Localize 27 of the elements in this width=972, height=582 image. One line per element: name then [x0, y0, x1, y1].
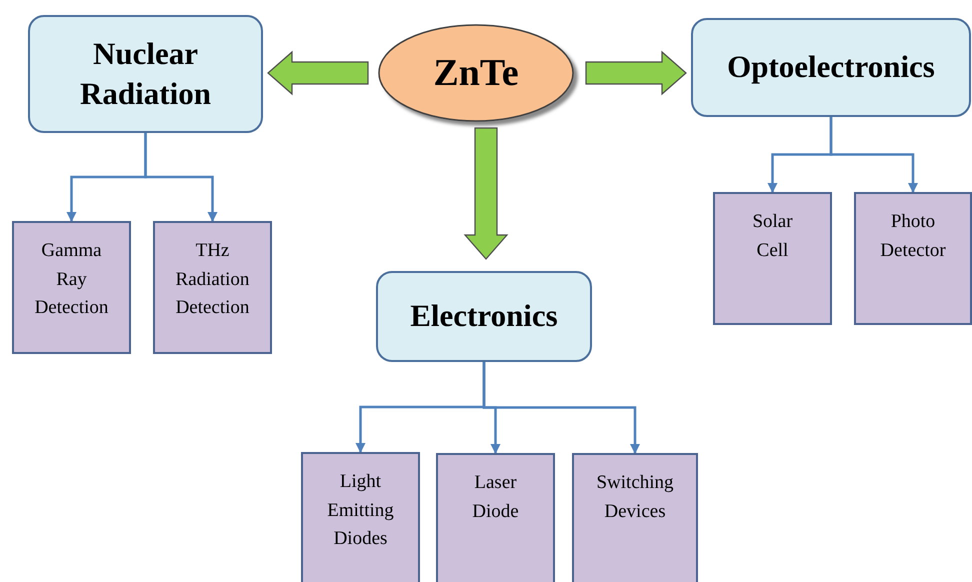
device-box [12, 221, 131, 354]
node-label: Electronics [410, 297, 558, 336]
connector-arrow [830, 117, 918, 193]
device-box [153, 221, 272, 354]
device-box [436, 453, 555, 582]
connector-arrow [144, 133, 218, 222]
node-label: ZnTe [433, 51, 519, 95]
node-label: Gamma Ray Detection [34, 239, 109, 320]
application-box [376, 271, 592, 362]
block-arrow [464, 127, 508, 260]
block-arrow [585, 50, 687, 96]
node-label: Nuclear Radiation [79, 34, 212, 113]
node-label: Solar Cell [751, 210, 794, 262]
device-box [713, 192, 832, 325]
device-box [854, 192, 972, 325]
node-label: Switching Devices [595, 471, 675, 524]
device-box [572, 453, 698, 582]
node-label: Laser Diode [471, 471, 520, 524]
connector-arrow [482, 362, 640, 454]
node-label: Photo Detector [879, 210, 947, 262]
block-arrow [267, 50, 369, 96]
application-box [691, 18, 971, 117]
application-box [28, 15, 263, 133]
node-label: THz Radiation Detection [175, 239, 250, 320]
device-box [301, 452, 420, 582]
node-label: Light Emitting Diodes [326, 470, 395, 551]
node-label: Optoelectronics [727, 48, 935, 86]
